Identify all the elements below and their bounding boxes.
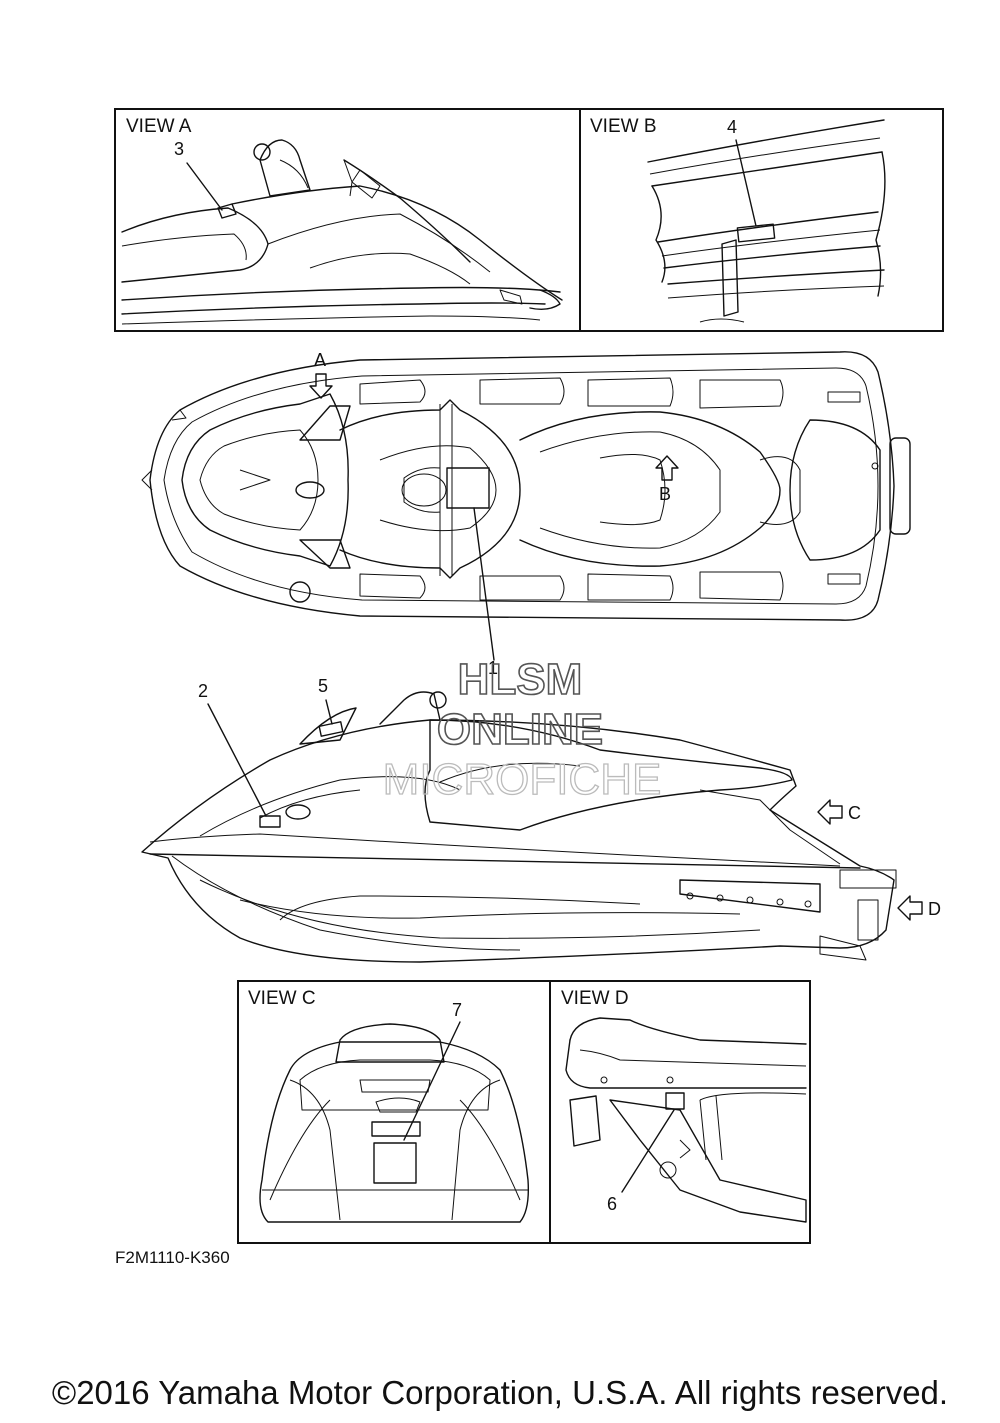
- watermark-line1: HLSM: [458, 655, 583, 704]
- view-b-label: VIEW B: [590, 116, 657, 137]
- watermark-line2: ONLINE: [437, 705, 603, 754]
- view-a-arrow-icon: [309, 373, 333, 399]
- view-c-drawing: VIEW C 7: [248, 988, 530, 1223]
- callout-4: 4: [727, 117, 737, 137]
- top-view-drawing: A B 1: [141, 350, 911, 678]
- callout-3: 3: [174, 139, 184, 159]
- view-d-arrow-icon: [897, 895, 923, 921]
- copyright-notice: ©2016 Yamaha Motor Corporation, U.S.A. A…: [51, 1374, 949, 1411]
- callout-6: 6: [607, 1194, 617, 1214]
- callout-7: 7: [452, 1000, 462, 1020]
- side-view-drawing: 2 5 C D: [141, 676, 941, 963]
- figure-code: F2M1110-K360: [115, 1248, 230, 1267]
- view-a-b-frame: [114, 108, 944, 332]
- view-c-arrow-icon: [817, 799, 843, 825]
- instrument-panel-label-area: [446, 467, 490, 509]
- view-marker-d: D: [928, 899, 941, 919]
- view-a-drawing: VIEW A 3: [121, 116, 563, 325]
- view-b-drawing: VIEW B 4: [590, 116, 886, 323]
- callout-2: 2: [198, 681, 208, 701]
- callout-1: 1: [488, 658, 498, 678]
- watermark-line3: MICROFICHE: [383, 755, 662, 804]
- view-b-arrow-icon: [655, 455, 679, 481]
- view-d-label: VIEW D: [561, 988, 629, 1009]
- view-a-label: VIEW A: [126, 116, 192, 137]
- view-c-label: VIEW C: [248, 988, 316, 1009]
- view-marker-c: C: [848, 803, 861, 823]
- view-d-drawing: VIEW D 6: [561, 988, 807, 1223]
- view-marker-b: B: [659, 484, 671, 504]
- view-marker-a: A: [314, 350, 326, 370]
- watermark: HLSM ONLINE MICROFICHE: [382, 654, 662, 804]
- view-c-d-frame: [237, 980, 811, 1244]
- callout-5: 5: [318, 676, 328, 696]
